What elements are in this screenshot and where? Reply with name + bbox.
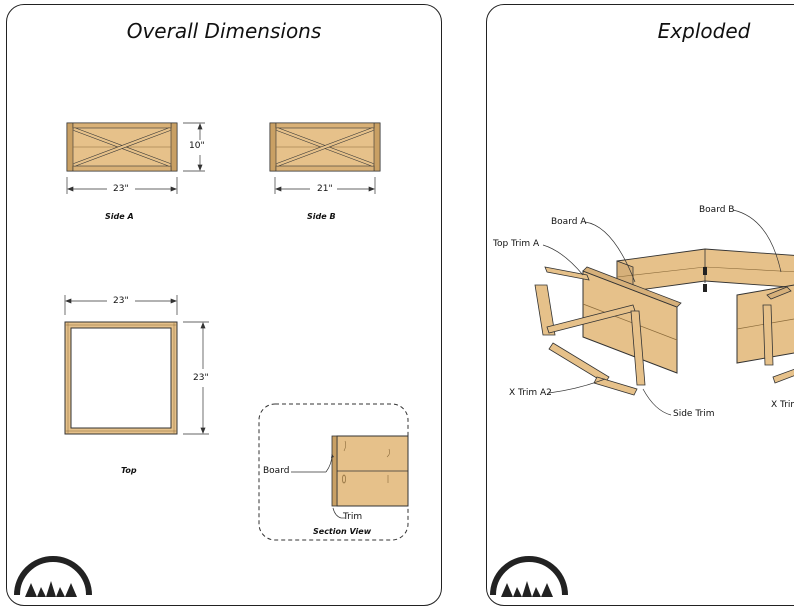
board-b-label: Board B xyxy=(699,205,735,215)
dimension-drawings xyxy=(14,122,409,597)
top-view-drawing xyxy=(64,321,178,435)
panel-title-exploded: Exploded xyxy=(657,19,751,43)
brand-logo xyxy=(14,556,92,597)
x-trim-a2-label: X Trim A2 xyxy=(509,388,552,398)
side-b-width-label: 21" xyxy=(317,184,333,194)
top-caption: Top xyxy=(121,466,137,475)
top-trim-a-label: Top Trim A xyxy=(493,239,540,249)
x-trim-partial-label: X Trim xyxy=(771,400,794,410)
overall-dimensions-panel: Overall Dimensions xyxy=(6,4,442,606)
section-view-caption: Section View xyxy=(313,527,372,536)
top-height-label: 23" xyxy=(193,373,209,383)
side-b-drawing xyxy=(269,122,381,172)
board-a-label: Board A xyxy=(551,217,587,227)
top-width-label: 23" xyxy=(113,296,129,306)
panel-title-overall-dimensions: Overall Dimensions xyxy=(126,19,322,43)
side-b-caption: Side B xyxy=(307,212,336,221)
exploded-drawing xyxy=(490,209,794,597)
side-a-caption: Side A xyxy=(105,212,134,221)
side-a-width-label: 23" xyxy=(113,184,129,194)
section-view-drawing xyxy=(258,403,409,541)
brand-logo-right xyxy=(490,556,568,597)
exploded-panel: Exploded xyxy=(486,4,794,606)
section-trim-label: Trim xyxy=(343,512,363,522)
side-a-height-label: 10" xyxy=(189,141,205,151)
side-trim-label: Side Trim xyxy=(673,409,715,419)
section-board-label: Board xyxy=(263,466,290,476)
side-a-drawing xyxy=(66,122,178,172)
